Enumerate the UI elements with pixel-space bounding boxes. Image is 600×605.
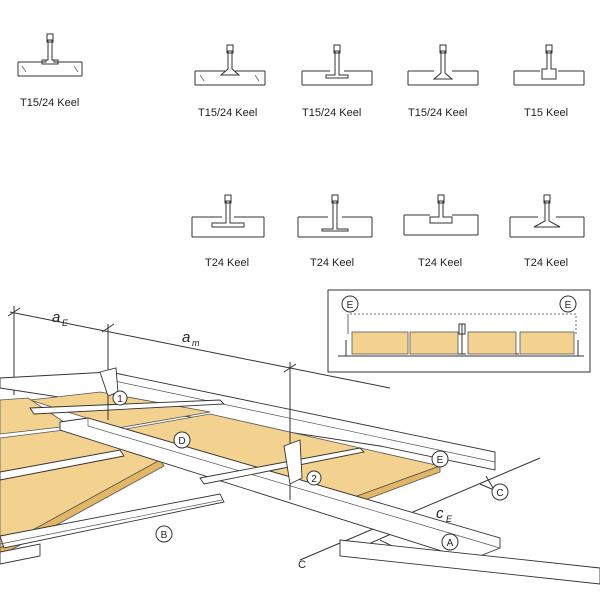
profile-detail-2 bbox=[194, 44, 266, 86]
profile-detail-7 bbox=[297, 194, 373, 238]
profile-label-1: T15/24 Keel bbox=[20, 97, 79, 109]
profile-label-9: T24 Keel bbox=[524, 257, 568, 269]
callout-b bbox=[155, 525, 173, 543]
dim-c-side: C bbox=[298, 559, 306, 571]
section-callout-right bbox=[559, 295, 577, 313]
profile-detail-8 bbox=[403, 194, 479, 236]
profile-label-4: T15/24 Keel bbox=[408, 107, 467, 119]
section-detail bbox=[327, 289, 591, 373]
dim-a-mid-sub: m bbox=[192, 338, 200, 348]
profile-label-7: T24 Keel bbox=[310, 257, 354, 269]
section-callout-left-label: E bbox=[347, 300, 354, 311]
callout-a bbox=[441, 533, 459, 551]
dim-a-mid: a bbox=[182, 329, 190, 346]
callout-b-label: B bbox=[161, 530, 168, 541]
profile-label-3: T15/24 Keel bbox=[302, 107, 361, 119]
callout-e bbox=[431, 450, 449, 468]
section-callout-right-label: E bbox=[565, 300, 572, 311]
callout-e-label: E bbox=[437, 455, 444, 466]
main-runner-b bbox=[0, 493, 225, 565]
profile-label-2: T15/24 Keel bbox=[198, 107, 257, 119]
section-callout-left bbox=[341, 295, 359, 313]
callout-c-label: C bbox=[496, 488, 503, 499]
profile-detail-5 bbox=[513, 44, 585, 86]
callout-2-label: 2 bbox=[311, 474, 317, 485]
callout-a-label: A bbox=[447, 538, 454, 549]
dim-c-main: c bbox=[436, 505, 444, 522]
dim-a-main-sub: E bbox=[62, 318, 69, 328]
profile-label-5: T15 Keel bbox=[524, 107, 568, 119]
ceiling-boards bbox=[0, 391, 442, 557]
dim-a-main: a bbox=[52, 309, 60, 326]
hangers bbox=[99, 350, 303, 500]
callout-1 bbox=[112, 390, 128, 406]
profile-detail-3 bbox=[301, 44, 373, 86]
profile-detail-6 bbox=[191, 194, 265, 238]
dim-c-main-sub: E bbox=[446, 514, 453, 524]
profile-detail-1 bbox=[17, 33, 83, 77]
callout-c bbox=[491, 483, 509, 501]
cross-tees bbox=[0, 399, 365, 485]
profile-label-8: T24 Keel bbox=[418, 257, 462, 269]
profile-detail-9 bbox=[509, 194, 585, 238]
profile-label-6: T24 Keel bbox=[205, 257, 249, 269]
callout-1-label: 1 bbox=[117, 394, 123, 405]
profile-detail-4 bbox=[407, 44, 479, 86]
main-runner-a bbox=[59, 417, 600, 585]
callout-d bbox=[173, 431, 191, 449]
callout-d-label: D bbox=[178, 436, 185, 447]
callout-2 bbox=[306, 470, 322, 486]
